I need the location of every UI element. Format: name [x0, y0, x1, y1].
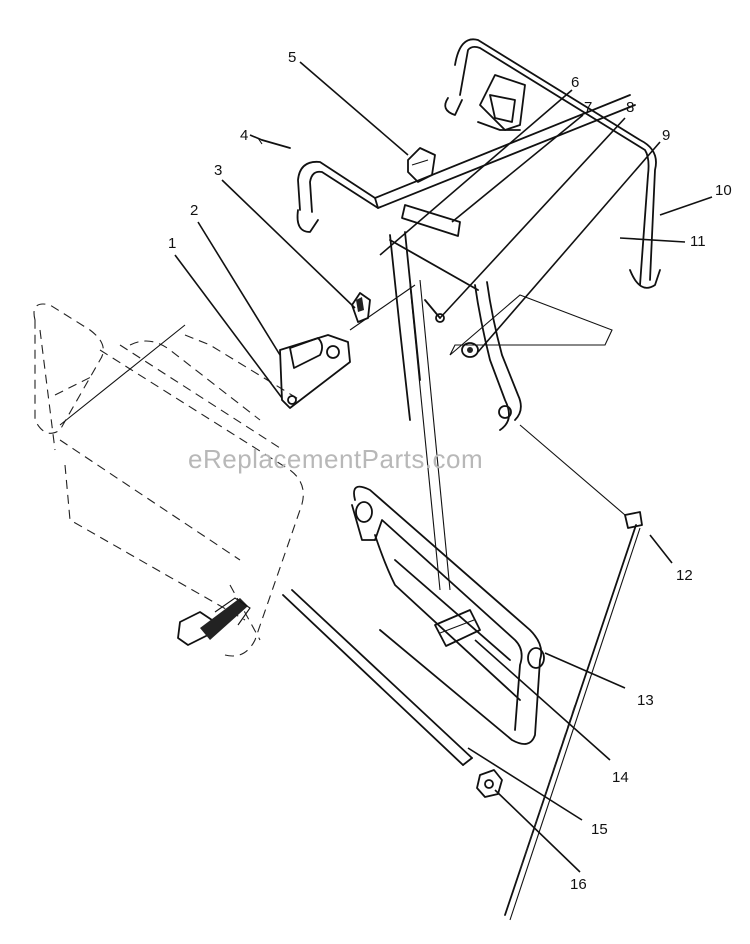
- callout-8: 8: [626, 99, 634, 116]
- callout-9: 9: [662, 127, 670, 144]
- leader-6: [379, 89, 573, 256]
- leader-16: [494, 789, 581, 873]
- leader-1: [174, 254, 283, 399]
- part-1-2-bracket: [279, 334, 351, 409]
- leader-8: [439, 117, 626, 319]
- leader-2: [197, 221, 281, 356]
- part-4-screw: [257, 137, 291, 149]
- lower-handle: [351, 485, 545, 745]
- part-5-switch: [407, 147, 436, 183]
- deck-outline-dashed: [33, 303, 304, 657]
- leader-14: [474, 639, 611, 761]
- bushing: [461, 342, 479, 358]
- control-plate: [449, 294, 613, 356]
- leader-11: [619, 237, 686, 243]
- callout-16: 16: [570, 876, 587, 893]
- callout-15: 15: [591, 821, 608, 838]
- upper-handle: [296, 38, 661, 431]
- part-7-plate: [401, 204, 461, 237]
- callout-12: 12: [676, 567, 693, 584]
- callout-10: 10: [715, 182, 732, 199]
- callout-4: 4: [240, 127, 248, 144]
- leader-4: [249, 134, 263, 141]
- watermark-text: eReplacementParts.com: [188, 444, 483, 474]
- handle-knob: [177, 584, 261, 646]
- control-rod: [349, 279, 451, 591]
- callout-6: 6: [571, 74, 579, 91]
- callout-13: 13: [637, 692, 654, 709]
- leader-13: [544, 652, 626, 689]
- part-15-tube: [282, 589, 473, 766]
- leader-5: [299, 61, 409, 156]
- leader-12: [649, 534, 673, 564]
- leader-15: [467, 747, 583, 821]
- callout-2: 2: [190, 202, 198, 219]
- part-8-pin: [424, 299, 445, 323]
- control-bail: [477, 74, 526, 131]
- callout-7: 7: [584, 99, 592, 116]
- leader-10: [659, 196, 713, 216]
- callout-1: 1: [168, 235, 176, 252]
- leader-7: [451, 114, 584, 223]
- cable-assembly: [504, 424, 643, 921]
- callout-14: 14: [612, 769, 629, 786]
- callout-5: 5: [288, 49, 296, 66]
- callout-labels: 1 2 3 4 5 6 7 8 9 10 11 12 13 14 15 16: [168, 49, 732, 893]
- leader-9: [477, 141, 661, 353]
- callout-3: 3: [214, 162, 222, 179]
- callout-11: 11: [690, 233, 706, 250]
- leader-3: [221, 179, 356, 309]
- leader-lines: [174, 61, 713, 873]
- part-3-clip: [351, 292, 371, 323]
